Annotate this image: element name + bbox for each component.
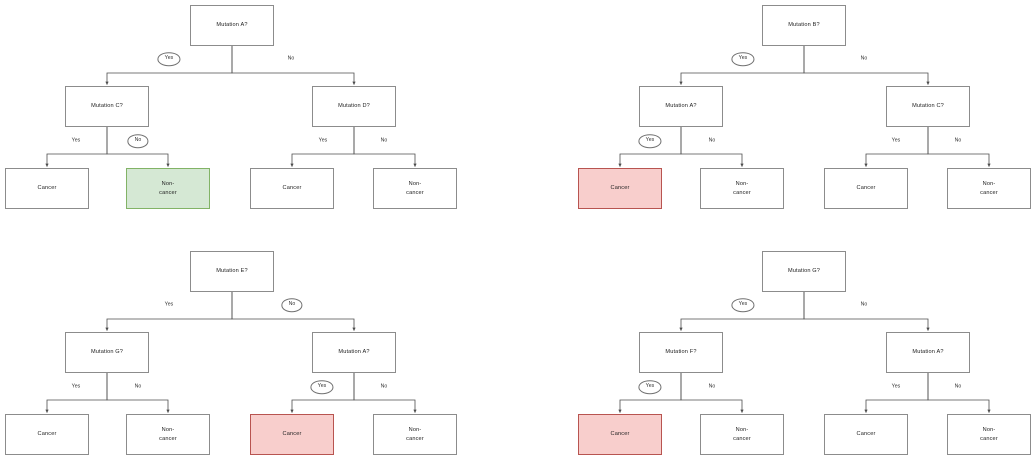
edge-path [353, 373, 417, 414]
edge-path [927, 127, 991, 168]
tree-1-edge-label-branch-1[interactable]: No [287, 55, 295, 62]
tree-3-leaf-node-2[interactable]: Cancer [250, 414, 334, 455]
tree-4-leaf-node-1[interactable]: Non- cancer [700, 414, 784, 455]
tree-2-branch-node-1[interactable]: Mutation C? [886, 86, 970, 127]
tree-1-edge-label-leaf-0[interactable]: Yes [71, 137, 81, 144]
tree-1-branch-node-1[interactable]: Mutation D? [312, 86, 396, 127]
tree-2-edge-label-leaf-0[interactable]: Yes [638, 134, 662, 148]
tree-1-edge-label-branch-0[interactable]: Yes [157, 52, 181, 66]
tree-3-edge-label-leaf-3[interactable]: No [380, 383, 388, 390]
edge-path [927, 373, 991, 414]
tree-4-edge-label-branch-1[interactable]: No [860, 301, 868, 308]
tree-4-root-node[interactable]: Mutation G? [762, 251, 846, 292]
tree-2-leaf-node-2[interactable]: Cancer [824, 168, 908, 209]
tree-2-edge-label-leaf-1[interactable]: No [708, 137, 716, 144]
edge-path [680, 373, 744, 414]
edge-path [231, 46, 356, 86]
tree-2-edge-label-branch-1[interactable]: No [860, 55, 868, 62]
tree-3-edge-label-leaf-0[interactable]: Yes [71, 383, 81, 390]
tree-1-edge-label-leaf-2[interactable]: Yes [318, 137, 328, 144]
tree-3-root-node[interactable]: Mutation E? [190, 251, 274, 292]
tree-2-leaf-node-3[interactable]: Non- cancer [947, 168, 1031, 209]
tree-3-leaf-node-1[interactable]: Non- cancer [126, 414, 210, 455]
tree-1-leaf-node-2[interactable]: Cancer [250, 168, 334, 209]
tree-4-edge-label-branch-0[interactable]: Yes [731, 298, 755, 312]
tree-3-branch-node-0[interactable]: Mutation G? [65, 332, 149, 373]
tree-2-leaf-node-1[interactable]: Non- cancer [700, 168, 784, 209]
tree-4-edge-label-leaf-2[interactable]: Yes [891, 383, 901, 390]
tree-3-edge-label-branch-0[interactable]: Yes [164, 301, 174, 308]
edge-path [864, 373, 929, 414]
tree-4-edge-label-leaf-1[interactable]: No [708, 383, 716, 390]
tree-2-edge-label-branch-0[interactable]: Yes [731, 52, 755, 66]
tree-4-leaf-node-2[interactable]: Cancer [824, 414, 908, 455]
tree-3-leaf-node-3[interactable]: Non- cancer [373, 414, 457, 455]
edge-path [45, 127, 108, 168]
edge-path [290, 127, 355, 168]
tree-3-branch-node-1[interactable]: Mutation A? [312, 332, 396, 373]
tree-1-root-node[interactable]: Mutation A? [190, 5, 274, 46]
tree-3-leaf-node-0[interactable]: Cancer [5, 414, 89, 455]
tree-2-branch-node-0[interactable]: Mutation A? [639, 86, 723, 127]
tree-2-leaf-node-0[interactable]: Cancer [578, 168, 662, 209]
edge-path [680, 127, 744, 168]
tree-4-branch-node-0[interactable]: Mutation F? [639, 332, 723, 373]
tree-1-leaf-node-1[interactable]: Non- cancer [126, 168, 210, 209]
tree-3-edge-label-leaf-2[interactable]: Yes [310, 380, 334, 394]
tree-2-edge-label-leaf-2[interactable]: Yes [891, 137, 901, 144]
tree-4-branch-node-1[interactable]: Mutation A? [886, 332, 970, 373]
tree-1-leaf-node-0[interactable]: Cancer [5, 168, 89, 209]
edge-path [45, 373, 108, 414]
tree-4-edge-label-leaf-3[interactable]: No [954, 383, 962, 390]
tree-3-edge-label-branch-1[interactable]: No [281, 298, 303, 312]
edge-path [353, 127, 417, 168]
edge-path [105, 292, 233, 332]
edge-path [803, 292, 930, 332]
tree-3-edge-label-leaf-1[interactable]: No [134, 383, 142, 390]
edge-paths [45, 46, 991, 414]
tree-1-branch-node-0[interactable]: Mutation C? [65, 86, 149, 127]
edge-path [864, 127, 929, 168]
tree-2-root-node[interactable]: Mutation B? [762, 5, 846, 46]
edge-path [106, 373, 170, 414]
tree-4-leaf-node-3[interactable]: Non- cancer [947, 414, 1031, 455]
tree-1-leaf-node-3[interactable]: Non- cancer [373, 168, 457, 209]
tree-1-edge-label-leaf-3[interactable]: No [380, 137, 388, 144]
tree-4-leaf-node-0[interactable]: Cancer [578, 414, 662, 455]
tree-1-edge-label-leaf-1[interactable]: No [127, 134, 149, 148]
edge-path [803, 46, 930, 86]
tree-2-edge-label-leaf-3[interactable]: No [954, 137, 962, 144]
tree-4-edge-label-leaf-0[interactable]: Yes [638, 380, 662, 394]
